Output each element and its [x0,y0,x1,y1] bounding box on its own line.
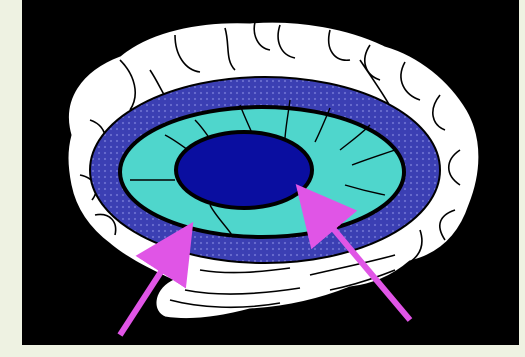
inner-core [176,132,312,208]
